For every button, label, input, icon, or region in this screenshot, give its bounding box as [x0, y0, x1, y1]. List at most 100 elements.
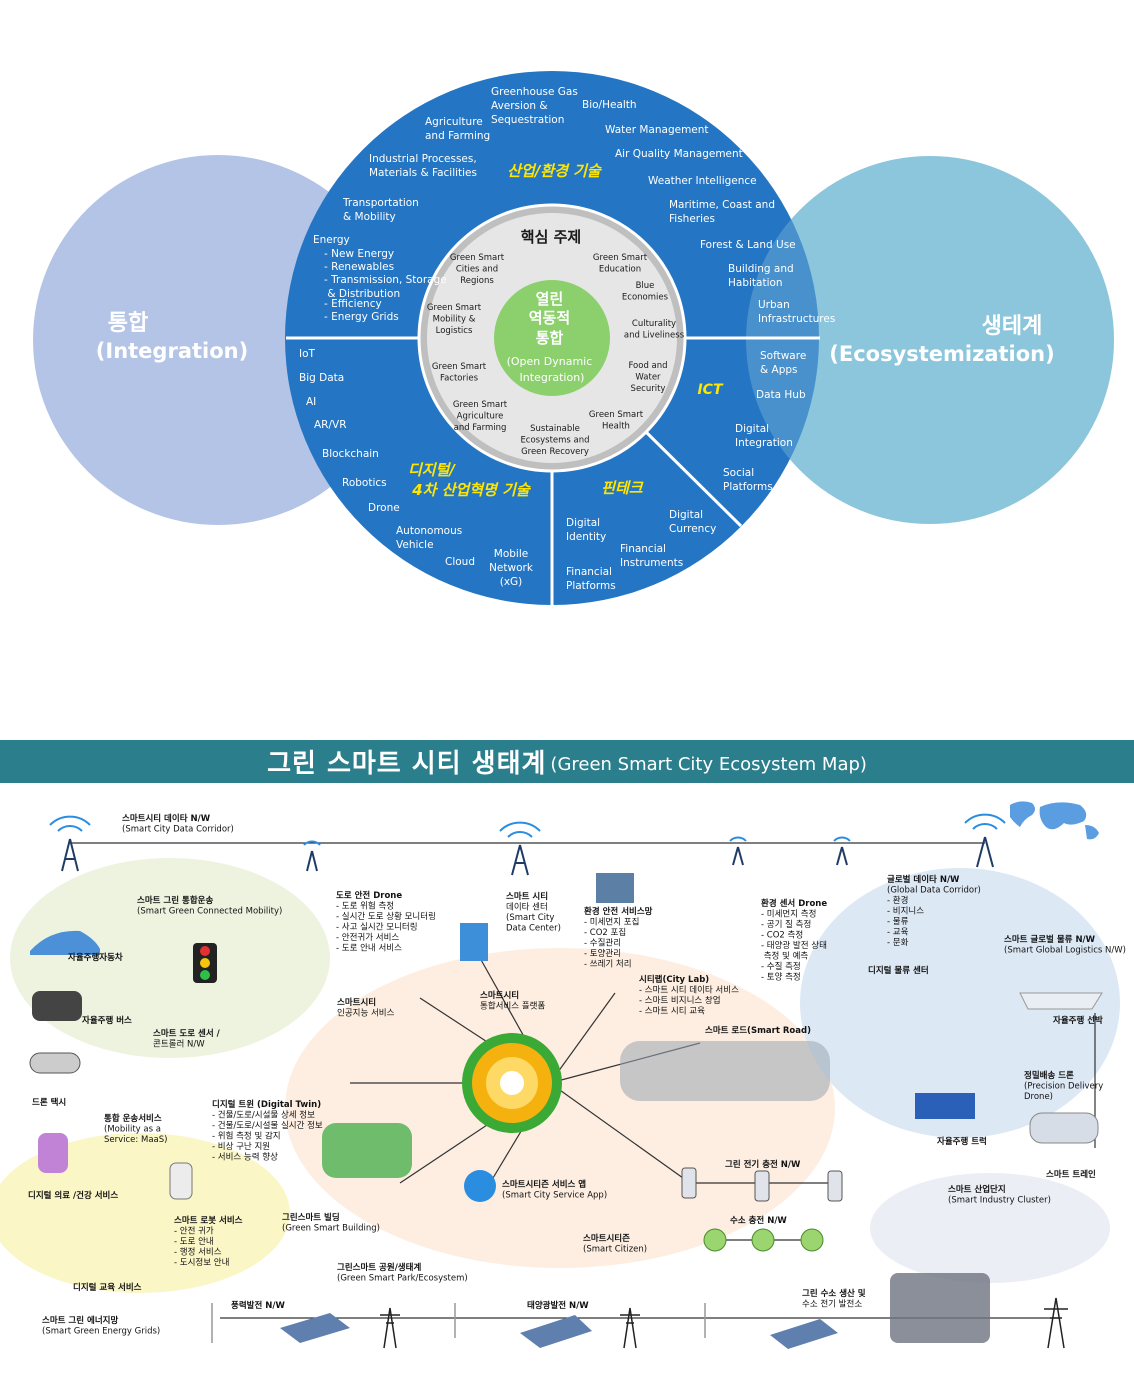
core-title: 핵심 주제: [521, 228, 581, 246]
platform-wheel-icon: [462, 1033, 562, 1133]
map-label: 스마트 그린 통합운송(Smart Green Connected Mobili…: [137, 895, 282, 917]
banner-subtitle: (Green Smart City Ecosystem Map): [550, 754, 867, 775]
solar-panel-icon: [770, 1319, 838, 1349]
map-label: 드론 택시: [32, 1097, 66, 1108]
map-label: 그린 전기 충전 N/W: [725, 1159, 801, 1170]
green-smart-city-ring-diagram: 통합 (Integration) 생테계 (Ecosystemization) …: [33, 71, 1114, 605]
outer-item-label: - New Energy: [324, 248, 394, 260]
hydrogen-station-icon: [800, 1228, 824, 1252]
map-label: 스마트 그린 에너지망(Smart Green Energy Grids): [42, 1315, 160, 1337]
outer-item-label: Drone: [368, 502, 400, 514]
ecosystem-map: 스마트시티 데이타 N/W(Smart City Data Corridor)스…: [0, 801, 1126, 1349]
map-label: 스마트 글로벌 물류 N/W(Smart Global Logistics N/…: [1004, 934, 1126, 956]
solar-panel-icons: [280, 1313, 838, 1349]
train-icon: [1029, 1112, 1099, 1144]
ship-icon: [1019, 992, 1103, 1010]
antenna-icon: [833, 836, 851, 866]
section-digital: 디지털/ 4차 산업혁명 기술: [408, 461, 532, 499]
ecosystemization-title: 생테계: [982, 314, 1043, 339]
right-circle-overlap: [746, 156, 1114, 524]
map-label: 스마트시티즌 서비스 앱(Smart City Service App): [502, 1179, 607, 1201]
traffic-light-icon: [193, 943, 217, 983]
pylon-icons: [380, 1297, 1068, 1349]
center-circle: [494, 280, 610, 396]
smart-road-icon: [620, 1041, 830, 1101]
outer-item-label: Data Hub: [756, 389, 806, 401]
autonomous-car-icon: [30, 930, 100, 955]
ring-dividers: [286, 336, 820, 605]
outer-item-label: Water Management: [605, 124, 709, 136]
platform-zone: [285, 948, 835, 1268]
outer-item-label: Industrial Processes,Materials & Facilit…: [369, 153, 477, 179]
outer-item-label: Cloud: [445, 556, 475, 568]
truck-icon: [915, 1093, 975, 1119]
environment-facility-icon: [596, 873, 634, 903]
integration-title: 통합: [108, 310, 148, 336]
map-label: 풍력발전 N/W: [231, 1300, 285, 1311]
map-labels: 스마트시티 데이타 N/W(Smart City Data Corridor)스…: [28, 813, 1126, 1337]
outer-item-label: Bio/Health: [582, 99, 637, 111]
charger-icon: [827, 1170, 843, 1202]
robot-icon: [169, 1162, 193, 1200]
antenna-icon: [303, 840, 321, 872]
autonomous-bus-icon: [32, 991, 82, 1021]
map-label: 자율주행 선박: [1053, 1015, 1103, 1026]
map-label: 스마트 트레인: [1046, 1169, 1096, 1180]
map-label: 그린스마트 빌딩(Green Smart Building): [282, 1212, 380, 1234]
outer-item-label: AI: [306, 396, 316, 408]
outer-item-label: Big Data: [299, 372, 344, 384]
map-label: 스마트 로봇 서비스- 안전 귀가- 도로 안내- 행정 서비스- 도시정보 안…: [174, 1215, 243, 1268]
section-ict: ICT: [697, 382, 723, 398]
app-icon: [464, 1170, 496, 1202]
mobility-zone: [10, 858, 330, 1058]
integration-subtitle: (Integration): [96, 339, 248, 363]
pylon-icon: [1044, 1297, 1068, 1349]
map-label: 자율주행 버스: [82, 1015, 132, 1026]
hydrogen-station-icon: [751, 1228, 775, 1252]
phone-health-icon: [38, 1133, 68, 1173]
outer-item-label: AR/VR: [314, 419, 347, 431]
map-label: 디지털 트윈 (Digital Twin)- 건물/도로/시설물 상세 정보- …: [212, 1099, 323, 1163]
charger-icon: [681, 1167, 697, 1199]
divider-diagonal: [643, 429, 743, 528]
section-industry: 산업/환경 기술: [507, 162, 603, 180]
section-fintech: 핀테크: [601, 479, 644, 497]
outer-item-label: - Energy Grids: [324, 311, 399, 323]
park-trees-icon: [322, 1123, 412, 1178]
outer-item-label: Air Quality Management: [615, 148, 743, 160]
services-zone: [0, 1133, 290, 1293]
outer-item-label: - Transmission, Storage & Distribution: [324, 274, 447, 300]
outer-item-label: Transportation& Mobility: [342, 197, 419, 223]
hydrogen-plant-icon: [890, 1273, 990, 1343]
pylon-icon: [620, 1307, 640, 1349]
map-label: 환경 센서 Drone- 미세먼지 측정- 공기 질 측정- CO2 측정- 태…: [761, 898, 827, 983]
map-label: 스마트 도로 센서 /콘트롤러 N/W: [153, 1028, 221, 1050]
antenna-icon: [729, 836, 747, 866]
line-platform-charging: [549, 1082, 691, 1184]
wind-turbine-icons: [211, 1303, 706, 1343]
map-label: 태양광발전 N/W: [527, 1300, 589, 1311]
center-label: 열린 역동적 통합 (Open Dynamic Integration): [507, 289, 598, 384]
outer-item-label: Forest & Land Use: [700, 239, 796, 251]
